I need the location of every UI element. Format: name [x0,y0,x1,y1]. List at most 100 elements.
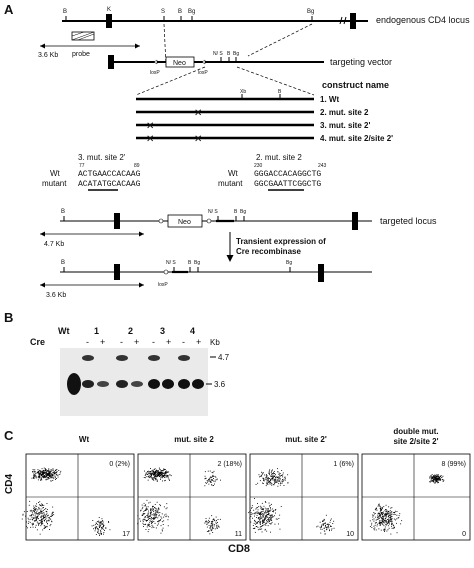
mutant-label: mutant [42,179,67,188]
site-label: Bg [188,9,195,15]
plot-title: site 2/site 2' [393,437,438,446]
sequence-position: 89 [134,163,140,169]
homology-line [163,23,167,66]
panel-label-a: A [4,2,14,17]
construct-list: 1. Wt ✕ 2. mut. site 2 ✕ 3. mut. site 2'… [136,94,393,145]
marker-high: 4.7 [218,353,230,362]
construct-name: 4. mut. site 2/site 2' [320,134,393,143]
expansion-line [236,66,315,96]
mutation-x-icon: ✕ [146,134,154,145]
construct-name: 1. Wt [320,95,339,104]
probe-label: probe [72,51,90,58]
site-label: B [178,9,182,15]
plot-title: mut. site 2 [174,435,214,444]
x-axis-label: CD8 [228,543,250,555]
wt-sequence: GGGACCACAGGCTG [254,170,321,179]
homology-line [247,23,313,57]
site-label: N/ S [213,51,223,57]
sequence-site-2-prime: 3. mut. site 2' 77 89 Wt ACTGAACCACAAG m… [42,153,141,191]
flow-plot: mut. site 2' 1 (6%) 10 [248,435,359,541]
quadrant-upper-right: 2 (18%) [217,461,242,468]
wt-label: Wt [50,169,61,178]
quadrant-lower-right: 11 [235,531,242,538]
loxp-label: loxP [198,70,208,76]
construct-name: 3. mut. site 2' [320,121,370,130]
endogenous-locus-label: endogenous CD4 locus [376,15,470,25]
site-label: Bg [286,260,292,266]
cre-minus: - [152,337,155,347]
site-label: K [107,7,111,13]
site-label: B [61,209,65,215]
mutant-sequence: GGCGAATTCGGCTG [254,180,321,189]
site-label: B [227,51,231,57]
targeting-vector-label: targeting vector [330,57,392,67]
wt-lane-label: Wt [58,326,70,336]
recombined-locus: B loxP N/ S B Bg Bg 3.6 Kb [40,260,372,299]
endogenous-locus: B K S B Bg Bg endogenous CD4 locus [62,7,470,29]
marker-low: 3.6 [214,380,226,389]
size-label-bottom: 3.6 Kb [46,292,66,299]
quadrant-lower-right: 17 [122,531,130,538]
site-label: N/ S [208,209,218,215]
panel-label-c: C [4,428,14,443]
cre-plus: + [134,337,139,347]
construct-heading: construct name [322,80,389,90]
lane-group-label: 3 [160,326,165,336]
lane-group-label: 1 [94,326,99,336]
site-label: B [234,209,238,215]
flow-plot: Wt 0 (2%) 17 [21,435,135,541]
neo-cassette [167,214,203,228]
sequence-site-2: 2. mut. site 2 230 243 Wt GGGACCACAGGCTG… [218,153,327,191]
cre-text: Transient expression of [236,237,326,246]
cre-text: Cre recombinase [236,247,301,256]
size-label-top: 3.6 Kb [38,52,58,59]
cre-signs: - + - + - + - + [86,337,201,347]
dot-cloud [21,467,111,536]
mutant-label: mutant [218,179,243,188]
plot-title: Wt [79,435,90,444]
neo-label: Neo [178,219,191,226]
sequence-position: 77 [79,163,85,169]
dot-cloud [248,468,335,535]
neo-label: Neo [173,60,186,67]
cre-plus: + [196,337,201,347]
construct-name: 2. mut. site 2 [320,108,369,117]
lane-group-label: 4 [190,326,195,336]
flow-plot: double mut. site 2/site 2' 8 (99%) 0 [361,427,471,541]
targeted-locus-label: targeted locus [380,216,437,226]
dot-cloud [369,474,445,535]
sequence-position: 230 [254,163,263,169]
size-label-mid: 4.7 Kb [44,241,64,248]
neo-cassette [165,56,195,68]
quadrant-upper-right: 0 (2%) [109,461,130,468]
site-label: B [63,9,67,15]
sequence-position: 243 [318,163,327,169]
site-label: B [61,260,65,266]
targeting-vector: Neo loxP loxP N/ S B Bg targeting vector [108,51,392,76]
site-label: Xb [240,89,246,95]
southern-blot [60,348,208,416]
quadrant-upper-right: 1 (6%) [333,461,354,468]
loxp-label: loxP [150,70,160,76]
y-axis-label: CD4 [4,474,15,494]
wt-label: Wt [228,169,239,178]
mutation-x-icon: ✕ [194,134,202,145]
targeted-locus: B Neo N/ S B Bg targeted locus 4.7 Kb [40,209,437,248]
sequence-title: 3. mut. site 2' [78,153,126,162]
expansion-line [135,66,206,96]
site-label: Bg [233,51,239,57]
site-label: B [188,260,192,266]
cre-minus: - [182,337,185,347]
dot-cloud [137,467,221,535]
site-label: Bg [194,260,200,266]
cre-row-label: Cre [30,337,45,347]
mutation-x-icon: ✕ [146,121,154,132]
flow-plot: mut. site 2 2 (18%) 11 [137,435,247,541]
plot-title: mut. site 2' [285,435,327,444]
quadrant-lower-right: 10 [346,531,354,538]
site-label: B [278,89,282,95]
loxp-label: loxP [158,282,168,288]
panel-label-b: B [4,310,13,325]
mutation-x-icon: ✕ [194,108,202,119]
